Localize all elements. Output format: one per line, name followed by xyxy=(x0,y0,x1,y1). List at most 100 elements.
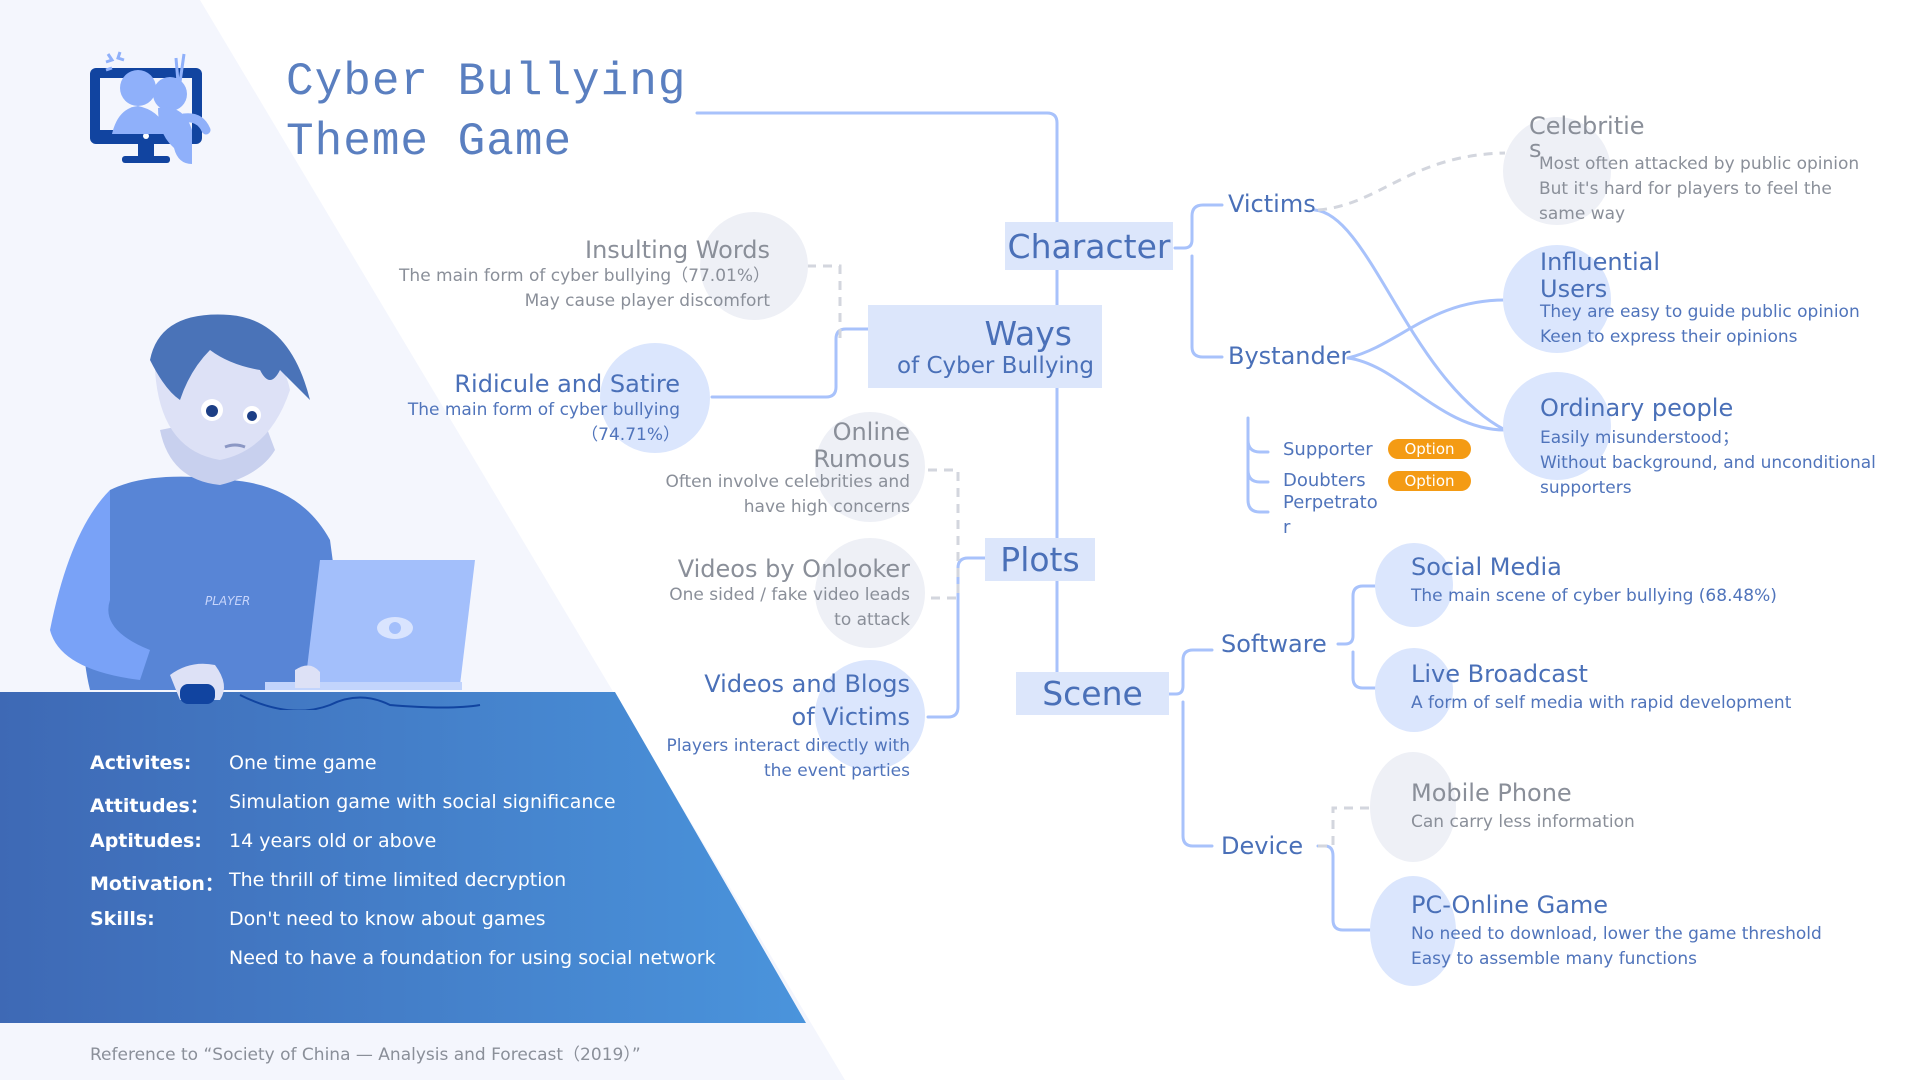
plot-desc: One sided / fake video leads xyxy=(669,585,910,605)
role-label-line: Perpetrato xyxy=(1283,492,1378,513)
mouse xyxy=(180,684,215,704)
type-title: Celebritie xyxy=(1529,112,1645,140)
plot-desc: Often involve celebrities and xyxy=(665,472,910,492)
scene-title: Live Broadcast xyxy=(1411,660,1588,688)
node-circle xyxy=(600,343,710,453)
plot-videos-and-blogs: Videos and Blogs of Victims Players inte… xyxy=(600,668,910,784)
scene-pc-online-game: PC-Online Game No need to download, lowe… xyxy=(1411,888,1822,972)
dashed-connectors xyxy=(807,151,1506,848)
way-desc: The main form of cyber bullying（77.01%） xyxy=(399,266,770,286)
info-value: Don't need to know about games xyxy=(229,908,546,930)
ways-subtitle: of Cyber Bullying xyxy=(897,353,1094,379)
node-circle xyxy=(1503,372,1611,480)
scene-title: Mobile Phone xyxy=(1411,779,1572,807)
scene-desc: A form of self media with rapid developm… xyxy=(1411,693,1792,713)
scene-mobile-phone: Mobile Phone Can carry less information xyxy=(1411,776,1635,835)
title-line-1: Cyber Bullying xyxy=(286,56,687,108)
scene-social-media: Social Media The main scene of cyber bul… xyxy=(1411,550,1777,609)
player-hair xyxy=(150,314,310,400)
plot-online-rumous: Online Rumous Often involve celebrities … xyxy=(600,416,910,520)
scene-desc: Can carry less information xyxy=(1411,812,1635,832)
type-title: Ordinary people xyxy=(1540,394,1734,422)
node-circle xyxy=(1375,543,1453,627)
player-arm xyxy=(50,490,150,680)
type-title: Influential xyxy=(1540,248,1661,276)
way-title: Insulting Words xyxy=(584,236,770,264)
scene-desc: The main scene of cyber bullying (68.48%… xyxy=(1411,586,1777,606)
player-shirt xyxy=(83,476,351,690)
type-title: s xyxy=(1529,135,1542,163)
type-desc: They are easy to guide public opinion xyxy=(1540,302,1860,322)
group-device: Device xyxy=(1221,832,1304,860)
type-desc: Most often attacked by public opinion xyxy=(1539,154,1860,174)
node-circle xyxy=(1503,245,1611,353)
scene-title: Social Media xyxy=(1411,553,1562,581)
role-perpetrator: Perpetrato r xyxy=(1283,490,1378,540)
plot-desc: to attack xyxy=(834,610,910,630)
option-badge[interactable]: Option xyxy=(1388,439,1471,459)
way-desc: （74.71%） xyxy=(581,425,680,445)
plot-desc: have high concerns xyxy=(743,497,910,517)
plot-title: Online xyxy=(832,418,910,446)
page-title: Cyber Bullying Theme Game xyxy=(286,52,686,172)
scene-desc: No need to download, lower the game thre… xyxy=(1411,924,1822,944)
title-line-2: Theme Game xyxy=(286,116,573,168)
info-label: Activites: xyxy=(90,752,192,774)
type-desc: But it's hard for players to feel the xyxy=(1539,179,1832,199)
info-label: Aptitudes: xyxy=(90,830,202,852)
scene-title: PC-Online Game xyxy=(1411,891,1609,919)
node-circle xyxy=(1503,117,1611,225)
node-circle xyxy=(815,412,925,522)
info-value: Need to have a foundation for using soci… xyxy=(229,947,716,969)
group-bystander: Bystander xyxy=(1228,342,1351,370)
ways-title: Ways xyxy=(984,314,1072,353)
type-desc: same way xyxy=(1539,204,1626,224)
plot-desc: the event parties xyxy=(763,761,910,781)
info-value: Simulation game with social significance xyxy=(229,791,616,813)
type-ordinary-people: Ordinary people Easily misunderstood； Wi… xyxy=(1540,390,1876,501)
plot-title: of Victims xyxy=(791,703,910,731)
plot-videos-by-onlooker: Videos by Onlooker One sided / fake vide… xyxy=(600,555,910,633)
info-panel-background xyxy=(0,692,806,1023)
info-value: The thrill of time limited decryption xyxy=(229,869,567,891)
type-desc: Easily misunderstood； xyxy=(1540,428,1739,448)
node-circle xyxy=(700,212,808,320)
node-scene: Scene xyxy=(1016,672,1169,715)
way-desc: The main form of cyber bullying xyxy=(407,400,680,420)
info-value: One time game xyxy=(229,752,377,774)
reference-note: Reference to “Society of China — Analysi… xyxy=(90,1045,641,1065)
info-value: 14 years old or above xyxy=(229,830,437,852)
cyber-bullying-logo-icon xyxy=(90,51,211,164)
node-circle xyxy=(1370,752,1456,862)
group-software: Software xyxy=(1221,630,1327,658)
role-supporter: Supporter xyxy=(1283,439,1373,460)
type-desc: Without background, and unconditional xyxy=(1540,453,1876,473)
player-illustration: PLAYER xyxy=(50,314,481,710)
node-character: Character xyxy=(1005,222,1173,270)
plot-title: Videos by Onlooker xyxy=(677,555,910,583)
role-doubters: Doubters xyxy=(1283,470,1366,491)
plot-desc: Players interact directly with xyxy=(666,736,910,756)
role-label-line: r xyxy=(1283,517,1291,538)
info-label: Skills: xyxy=(90,908,155,930)
node-circle xyxy=(815,660,925,770)
plot-title: Videos and Blogs xyxy=(704,670,910,698)
type-title: Users xyxy=(1540,275,1608,303)
info-label: Motivation： xyxy=(90,873,224,895)
scene-live-broadcast: Live Broadcast A form of self media with… xyxy=(1411,657,1791,716)
node-plots: Plots xyxy=(985,538,1095,581)
option-badge[interactable]: Option xyxy=(1388,471,1471,491)
node-circle xyxy=(1370,876,1456,986)
way-insulting-words: Insulting Words The main form of cyber b… xyxy=(380,236,770,314)
player-shirt-text: PLAYER xyxy=(205,594,250,608)
type-celebrities: Celebritie s Most often attacked by publ… xyxy=(1529,110,1859,227)
node-ways-of-cyber-bullying: Ways of Cyber Bullying xyxy=(868,305,1102,388)
type-desc: supporters xyxy=(1540,478,1632,498)
plot-title: Rumous xyxy=(813,445,910,473)
type-influential-users: Influential Users They are easy to guide… xyxy=(1540,246,1860,350)
info-label: Attitudes： xyxy=(90,795,209,817)
way-title: Ridicule and Satire xyxy=(454,370,680,398)
scene-desc: Easy to assemble many functions xyxy=(1411,949,1697,969)
node-circle xyxy=(1375,648,1453,732)
